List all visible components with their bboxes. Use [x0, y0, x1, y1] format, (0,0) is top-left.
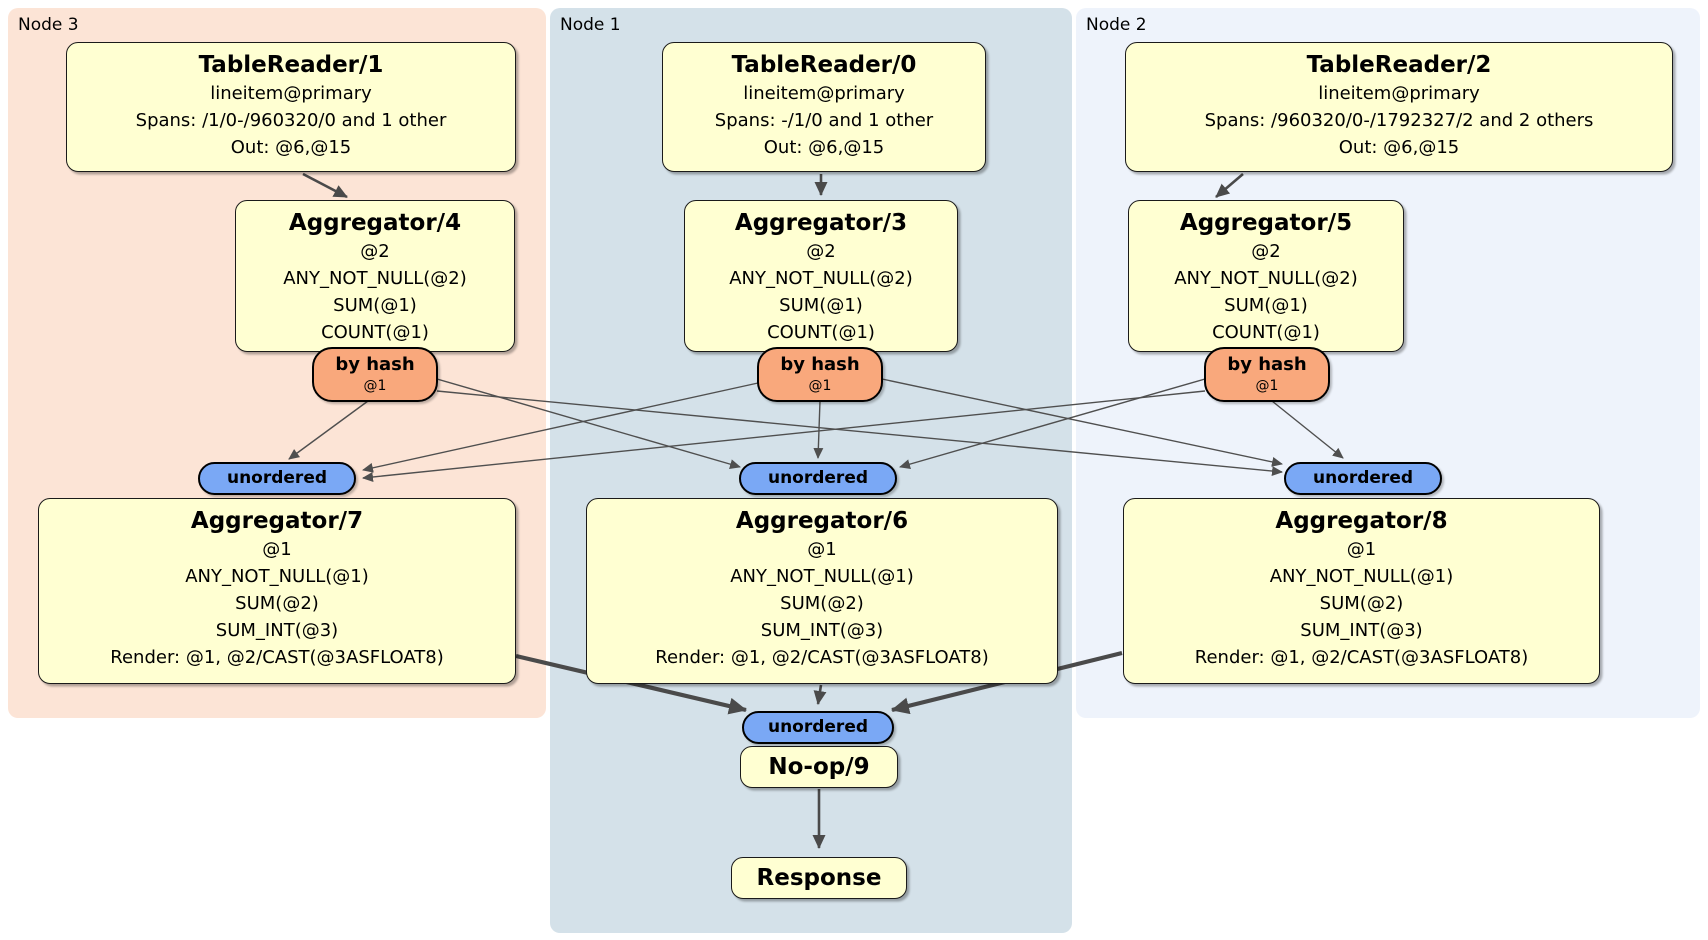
node-detail-line: lineitem@primary	[743, 83, 905, 104]
router-key: @1	[1255, 378, 1279, 394]
router-by-hash-right: by hash @1	[1204, 347, 1330, 402]
node-detail-line: COUNT(@1)	[767, 322, 875, 343]
sync-unordered-middle: unordered	[739, 462, 897, 495]
node-detail-line: ANY_NOT_NULL(@1)	[1269, 566, 1454, 587]
router-by-hash-middle: by hash @1	[757, 347, 883, 402]
router-key: @1	[808, 378, 832, 394]
node-title: No-op/9	[768, 754, 870, 780]
node-title: TableReader/0	[731, 52, 917, 78]
node-detail-line: Spans: -/1/0 and 1 other	[714, 110, 934, 131]
node-detail-line: ANY_NOT_NULL(@2)	[1174, 268, 1358, 289]
node-detail-line: SUM(@1)	[1224, 295, 1308, 316]
node-aggregator-6: Aggregator/6 @1 ANY_NOT_NULL(@1) SUM(@2)…	[586, 498, 1058, 684]
node-aggregator-3: Aggregator/3 @2 ANY_NOT_NULL(@2) SUM(@1)…	[684, 200, 958, 352]
node-title: Aggregator/6	[735, 508, 909, 534]
node-title: TableReader/1	[198, 52, 384, 78]
node-detail-line: SUM_INT(@3)	[215, 620, 339, 641]
node-title: Aggregator/4	[288, 210, 462, 236]
node-aggregator-7: Aggregator/7 @1 ANY_NOT_NULL(@1) SUM(@2)…	[38, 498, 516, 684]
node-detail-line: COUNT(@1)	[1212, 322, 1320, 343]
node-detail-line: Spans: /1/0-/960320/0 and 1 other	[135, 110, 447, 131]
node-aggregator-4: Aggregator/4 @2 ANY_NOT_NULL(@2) SUM(@1)…	[235, 200, 515, 352]
node-detail-line: lineitem@primary	[210, 83, 372, 104]
sync-unordered-final: unordered	[742, 711, 894, 744]
node-detail-line: SUM(@1)	[779, 295, 863, 316]
node-detail-line: lineitem@primary	[1318, 83, 1480, 104]
node-detail-line: Out: @6,@15	[763, 137, 885, 158]
node-detail-line: ANY_NOT_NULL(@2)	[283, 268, 467, 289]
node-detail-line: @1	[807, 539, 837, 560]
node-response: Response	[731, 857, 907, 899]
node-title: Aggregator/3	[734, 210, 908, 236]
node-aggregator-5: Aggregator/5 @2 ANY_NOT_NULL(@2) SUM(@1)…	[1128, 200, 1404, 352]
node-detail-line: Render: @1, @2/CAST(@3ASFLOAT8)	[655, 647, 989, 668]
sync-unordered-left: unordered	[198, 462, 356, 495]
node-detail-line: SUM_INT(@3)	[1300, 620, 1423, 641]
node-tablereader-2: TableReader/2 lineitem@primary Spans: /9…	[1125, 42, 1673, 172]
router-label: by hash	[335, 354, 415, 375]
node-detail-line: @1	[1346, 539, 1377, 560]
node-title: Aggregator/8	[1275, 508, 1448, 534]
node-detail-line: ANY_NOT_NULL(@1)	[730, 566, 914, 587]
node-title: Aggregator/7	[190, 508, 364, 534]
node-detail-line: Render: @1, @2/CAST(@3ASFLOAT8)	[110, 647, 444, 668]
node-detail-line: @1	[262, 539, 292, 560]
node-tablereader-0: TableReader/0 lineitem@primary Spans: -/…	[662, 42, 986, 172]
node-title: Aggregator/5	[1179, 210, 1353, 236]
node-detail-line: Out: @6,@15	[1338, 137, 1460, 158]
region-node-2-label: Node 2	[1086, 15, 1147, 35]
node-detail-line: SUM(@2)	[780, 593, 864, 614]
region-node-1-label: Node 1	[560, 15, 621, 35]
router-key: @1	[363, 378, 387, 394]
node-tablereader-1: TableReader/1 lineitem@primary Spans: /1…	[66, 42, 516, 172]
node-detail-line: ANY_NOT_NULL(@2)	[729, 268, 913, 289]
node-detail-line: SUM(@2)	[235, 593, 319, 614]
node-detail-line: SUM(@1)	[333, 295, 417, 316]
node-detail-line: @2	[1251, 241, 1281, 262]
router-label: by hash	[1227, 354, 1307, 375]
node-title: TableReader/2	[1306, 52, 1492, 78]
node-detail-line: Render: @1, @2/CAST(@3ASFLOAT8)	[1194, 647, 1529, 668]
sync-unordered-right: unordered	[1284, 462, 1442, 495]
region-node-3-label: Node 3	[18, 15, 79, 35]
node-title: Response	[756, 865, 882, 891]
node-noop-9: No-op/9	[740, 746, 898, 788]
node-detail-line: @2	[806, 241, 836, 262]
node-detail-line: Spans: /960320/0-/1792327/2 and 2 others	[1204, 110, 1594, 131]
node-detail-line: COUNT(@1)	[321, 322, 429, 343]
node-detail-line: @2	[360, 241, 390, 262]
node-aggregator-8: Aggregator/8 @1 ANY_NOT_NULL(@1) SUM(@2)…	[1123, 498, 1600, 684]
node-detail-line: ANY_NOT_NULL(@1)	[185, 566, 369, 587]
node-detail-line: SUM(@2)	[1319, 593, 1404, 614]
node-detail-line: SUM_INT(@3)	[760, 620, 884, 641]
router-by-hash-left: by hash @1	[312, 347, 438, 402]
node-detail-line: Out: @6,@15	[230, 137, 352, 158]
router-label: by hash	[780, 354, 860, 375]
